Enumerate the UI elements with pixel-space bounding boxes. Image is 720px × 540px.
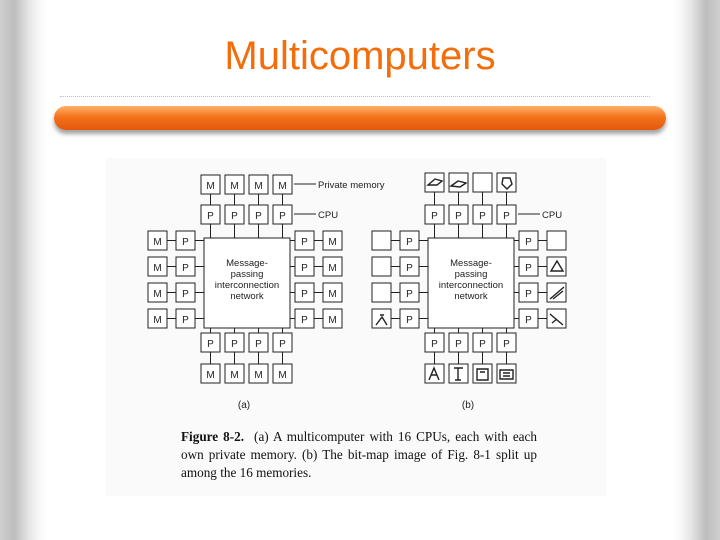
b-bottom-processor-3-label: P	[479, 339, 486, 350]
b-right-memory-1	[547, 231, 566, 250]
b-right-memory-3	[547, 283, 566, 302]
a-right-processor-1-label: P	[301, 237, 308, 248]
a-network-line-4: network	[230, 291, 264, 302]
b-left-processor-2-label: P	[406, 263, 413, 274]
a-left-processor-3-label: P	[182, 289, 189, 300]
a-right-memory-4-label: M	[328, 315, 336, 326]
b-network-line-2: passing	[455, 269, 488, 280]
a-bottom-processor-2-label: P	[231, 339, 238, 350]
b-cpu-label: CPU	[542, 210, 562, 221]
a-top-memory-3-label: M	[254, 181, 262, 192]
a-right-memory-2-label: M	[328, 263, 336, 274]
a-network-line-2: passing	[231, 269, 264, 280]
b-bottom-memory-1	[425, 364, 444, 383]
a-left-processor-4-label: P	[182, 315, 189, 326]
b-right-processor-2-label: P	[525, 263, 532, 274]
a-bottom-processor-1-label: P	[207, 339, 214, 350]
a-bottom-memory-4-label: M	[278, 370, 286, 381]
a-top-processor-1-label: P	[207, 211, 214, 222]
a-top-processor-4-label: P	[279, 211, 286, 222]
a-bottom-memory-1-label: M	[206, 370, 214, 381]
a-top-memory-4-label: M	[278, 181, 286, 192]
a-bottom-memory-3-label: M	[254, 370, 262, 381]
a-network-line-3: interconnection	[215, 280, 279, 291]
b-left-memory-3	[372, 283, 391, 302]
b-right-memory-2	[547, 257, 566, 276]
a-cpu-label: CPU	[318, 210, 338, 221]
a-left-memory-4-label: M	[153, 315, 161, 326]
b-left-processor-3-label: P	[406, 289, 413, 300]
a-top-memory-2-label: M	[230, 181, 238, 192]
caption-label: Figure 8-2.	[181, 429, 244, 444]
b-left-processor-1-label: P	[406, 237, 413, 248]
a-left-memory-3-label: M	[153, 289, 161, 300]
a-top-processor-2-label: P	[231, 211, 238, 222]
a-sublabel: (a)	[238, 400, 250, 411]
b-right-processor-1-label: P	[525, 237, 532, 248]
b-top-processor-3-label: P	[479, 211, 486, 222]
a-right-processor-4-label: P	[301, 315, 308, 326]
b-bottom-processor-2-label: P	[455, 339, 462, 350]
a-private-memory-label: Private memory	[318, 180, 385, 191]
b-right-processor-3-label: P	[525, 289, 532, 300]
b-network-line-4: network	[454, 291, 488, 302]
a-left-memory-1-label: M	[153, 237, 161, 248]
a-right-memory-3-label: M	[328, 289, 336, 300]
a-right-processor-2-label: P	[301, 263, 308, 274]
b-right-processor-4-label: P	[525, 315, 532, 326]
b-left-memory-2	[372, 257, 391, 276]
a-right-processor-3-label: P	[301, 289, 308, 300]
b-bottom-processor-4-label: P	[503, 339, 510, 350]
b-network-line-1: Message-	[450, 258, 492, 269]
b-sublabel: (b)	[462, 400, 474, 411]
b-left-memory-1	[372, 231, 391, 250]
a-bottom-processor-3-label: P	[255, 339, 262, 350]
b-top-memory-3	[473, 173, 492, 192]
a-top-processor-3-label: P	[255, 211, 262, 222]
a-left-processor-2-label: P	[182, 263, 189, 274]
a-bottom-memory-2-label: M	[230, 370, 238, 381]
a-network-line-1: Message-	[226, 258, 268, 269]
b-top-processor-4-label: P	[503, 211, 510, 222]
a-top-memory-1-label: M	[206, 181, 214, 192]
a-bottom-processor-4-label: P	[279, 339, 286, 350]
a-left-processor-1-label: P	[182, 237, 189, 248]
b-network-line-3: interconnection	[439, 280, 503, 291]
b-top-processor-2-label: P	[455, 211, 462, 222]
b-right-memory-4	[547, 309, 566, 328]
figure-caption: Figure 8-2. (a) A multicomputer with 16 …	[181, 428, 537, 482]
b-left-processor-4-label: P	[406, 315, 413, 326]
a-left-memory-2-label: M	[153, 263, 161, 274]
a-right-memory-1-label: M	[328, 237, 336, 248]
b-top-processor-1-label: P	[431, 211, 438, 222]
b-bottom-processor-1-label: P	[431, 339, 438, 350]
